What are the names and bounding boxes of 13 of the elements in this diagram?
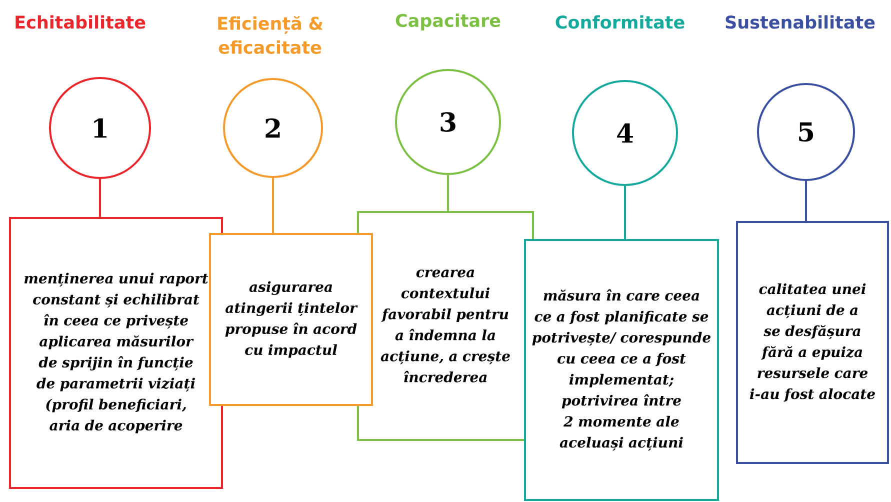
- text-box: măsura în care ceea ce a fost planificate se potrivește/ corespunde cu ceea ce a fost implementat; potrivirea între 2 momente ale aceluași acțiuni: [524, 239, 719, 501]
- connector-line: [624, 186, 626, 239]
- column-title: Echitabilitate: [16, 15, 146, 29]
- text-box: asigurarea atingerii țintelor propuse în acord cu impactul: [209, 233, 373, 406]
- connector-line: [805, 181, 807, 221]
- column-title: Sustenabilitate: [726, 15, 875, 29]
- column-title: Capacitare: [396, 14, 500, 30]
- column-title: Eficiență & eficacitate: [218, 16, 323, 54]
- column-title: Conformitate: [556, 15, 684, 29]
- connector-line: [99, 179, 101, 217]
- text-box: calitatea unei acțiuni de a se desfășura fără a epuiza resursele care i-au fost alocate: [736, 221, 889, 464]
- connector-line: [447, 175, 449, 211]
- connector-line: [272, 178, 274, 233]
